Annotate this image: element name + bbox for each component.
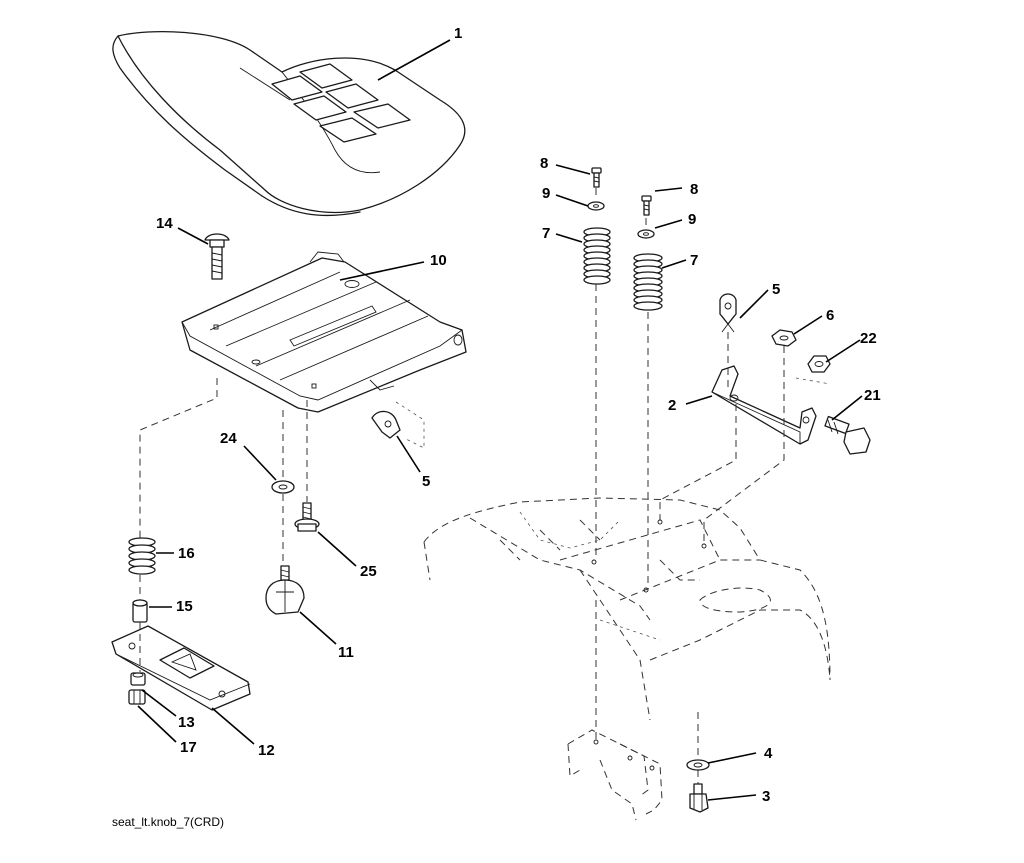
adjustment-plate <box>111 625 251 711</box>
callout-21: 21 <box>864 387 881 404</box>
bracket <box>711 365 831 445</box>
bolt-3 <box>689 783 709 813</box>
seat <box>112 30 466 217</box>
callout-25: 25 <box>360 563 377 580</box>
nut-6 <box>771 329 797 347</box>
callout-9-left: 9 <box>542 185 550 202</box>
callout-5-right: 5 <box>772 281 780 298</box>
shoulder-bolt-21 <box>824 415 871 455</box>
washer-9-right <box>637 229 655 239</box>
callout-22: 22 <box>860 330 877 347</box>
diagram-caption: seat_lt.knob_7(CRD) <box>112 815 224 829</box>
seat-pan <box>181 251 467 413</box>
callout-4: 4 <box>764 745 773 762</box>
leader-lines <box>137 39 863 801</box>
callout-14: 14 <box>156 215 173 232</box>
alignment-lines-right <box>595 188 785 790</box>
callout-9-right: 9 <box>688 211 696 228</box>
nut-13 <box>130 672 146 686</box>
clip-right <box>719 293 737 333</box>
callout-7-right: 7 <box>690 252 698 269</box>
lower-bracket-phantom <box>567 729 663 821</box>
frame-fender-phantom <box>423 497 831 721</box>
spring-7-left <box>583 227 611 285</box>
callout-3: 3 <box>762 788 770 805</box>
callout-8-left: 8 <box>540 155 548 172</box>
spring-7-right <box>633 253 663 311</box>
spring-16 <box>128 537 156 575</box>
callout-10: 10 <box>430 252 447 269</box>
callout-13: 13 <box>178 714 195 731</box>
screw-8-right <box>641 195 652 216</box>
callout-16: 16 <box>178 545 195 562</box>
knob <box>265 565 305 615</box>
screw-17 <box>128 689 146 705</box>
callout-12: 12 <box>258 742 275 759</box>
callout-labels: 1 10 14 5 24 25 11 16 15 13 17 12 8 9 7 … <box>156 25 881 805</box>
lock-nut-22 <box>807 355 831 373</box>
shoulder-bolt <box>294 502 320 532</box>
washer-4 <box>686 759 710 771</box>
clip-left <box>371 401 425 449</box>
callout-6: 6 <box>826 307 834 324</box>
washer-24 <box>271 480 295 494</box>
callout-15: 15 <box>176 598 193 615</box>
callout-17: 17 <box>180 739 197 756</box>
callout-1: 1 <box>454 25 462 42</box>
callout-2: 2 <box>668 397 676 414</box>
callout-7-left: 7 <box>542 225 550 242</box>
screw-8-left <box>591 167 602 188</box>
callout-11: 11 <box>338 644 354 661</box>
washer-9-left <box>587 201 605 211</box>
carriage-bolt <box>204 233 230 280</box>
callout-8-right: 8 <box>690 181 698 198</box>
alignment-lines-left <box>139 378 308 672</box>
bushing <box>132 599 148 623</box>
callout-5-left: 5 <box>422 473 430 490</box>
callout-24: 24 <box>220 430 237 447</box>
